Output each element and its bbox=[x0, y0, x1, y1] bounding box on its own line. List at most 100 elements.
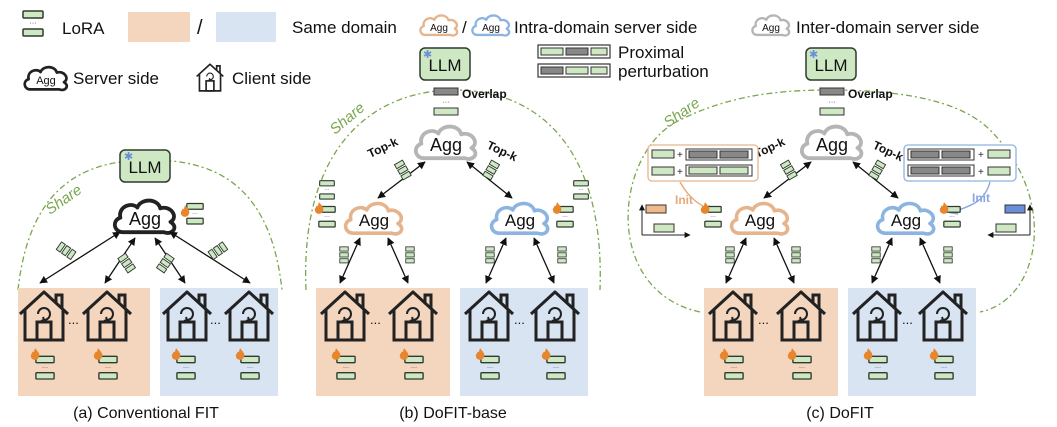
upload-lora-icon bbox=[779, 159, 798, 181]
svg-text:Agg: Agg bbox=[129, 209, 161, 229]
ellipsis: ... bbox=[758, 312, 769, 327]
svg-text:+: + bbox=[677, 167, 683, 178]
legend-server-side: Server side bbox=[73, 69, 159, 88]
intra-blue-agg-server: Agg bbox=[489, 201, 550, 236]
topk-label: Top-k bbox=[485, 138, 520, 164]
panel-dofit-base: Share LLM ✱ ··· Overlap Agg Top-k Top-k … bbox=[305, 47, 601, 422]
inter-agg-server: Agg bbox=[416, 127, 476, 159]
svg-text:Agg: Agg bbox=[762, 23, 780, 34]
upload-lora-icon bbox=[405, 246, 415, 264]
agg-server: Agg bbox=[115, 201, 175, 233]
snowflake-icon: ✱ bbox=[124, 151, 133, 163]
panel-dofit: Share LLM ✱ ··· Overlap Agg Top-k Top-k … bbox=[627, 47, 1035, 422]
caption-c: (c) DoFIT bbox=[806, 405, 874, 422]
flame-icon bbox=[939, 202, 949, 214]
share-label: Share bbox=[43, 181, 86, 218]
overlap-lora: ··· bbox=[433, 87, 459, 116]
svg-text:Agg: Agg bbox=[359, 211, 389, 230]
llm-box: LLM ✱ bbox=[419, 47, 471, 81]
orange-domain-region bbox=[18, 288, 150, 396]
upload-lora-icon bbox=[393, 159, 412, 181]
share-arc bbox=[627, 89, 1035, 313]
overlap-lora: ··· bbox=[819, 87, 845, 116]
upload-lora-icon bbox=[725, 246, 735, 264]
panel-conventional-fit: Share LLM ✱ Agg ... ... bbox=[17, 149, 283, 422]
topk-label: Top-k bbox=[871, 138, 906, 164]
legend-slash: / bbox=[197, 17, 203, 39]
proximal-box-blue: + + bbox=[903, 144, 1017, 182]
ellipsis: ... bbox=[370, 312, 381, 327]
legend-same-domain: Same domain bbox=[292, 18, 397, 37]
svg-text:Agg: Agg bbox=[745, 211, 775, 230]
server-side-icon: Agg bbox=[23, 65, 69, 92]
legend: LoRA / Same domain Agg / Agg Intra-domai… bbox=[22, 10, 979, 92]
upload-lora-icon bbox=[117, 252, 136, 274]
svg-text:+: + bbox=[978, 167, 984, 178]
upload-lora-icon bbox=[868, 159, 887, 181]
intra-orange-agg-server: Agg bbox=[729, 201, 790, 236]
svg-text:Agg: Agg bbox=[505, 211, 535, 230]
svg-text:LLM: LLM bbox=[428, 56, 461, 75]
snowflake-icon: ✱ bbox=[423, 49, 432, 61]
caption-b: (b) DoFIT-base bbox=[399, 405, 507, 422]
flame-icon bbox=[314, 202, 324, 214]
svg-text:Agg: Agg bbox=[430, 135, 462, 155]
svg-text:LLM: LLM bbox=[128, 158, 161, 177]
server-lora-icon bbox=[186, 202, 204, 225]
inter-agg-icon: Agg bbox=[751, 14, 791, 37]
upload-lora-icon bbox=[207, 241, 229, 260]
upload-lora-icon bbox=[943, 246, 953, 264]
blue-domain-swatch bbox=[216, 12, 276, 42]
proximal-box-orange: + + bbox=[647, 144, 759, 182]
ellipsis: ... bbox=[514, 312, 525, 327]
legend-client-side: Client side bbox=[232, 69, 311, 88]
upload-lora-icon bbox=[791, 246, 801, 264]
orange-domain-swatch bbox=[128, 12, 190, 42]
intra-orange-agg-icon: Agg bbox=[419, 14, 459, 37]
llm-box: LLM ✱ bbox=[119, 149, 171, 183]
svg-text:+: + bbox=[978, 150, 984, 161]
upload-lora-icon bbox=[557, 246, 567, 264]
svg-text:+: + bbox=[677, 150, 683, 161]
overlap-label: Overlap bbox=[462, 87, 507, 101]
client-house-icon bbox=[195, 63, 225, 92]
server-lora-icon bbox=[319, 180, 335, 200]
svg-text:LLM: LLM bbox=[814, 56, 847, 75]
init-label-blue: Init bbox=[972, 191, 990, 205]
svg-text:Agg: Agg bbox=[36, 75, 56, 87]
share-label: Share bbox=[661, 94, 704, 131]
ellipsis: ... bbox=[210, 312, 221, 327]
upload-lora-icon bbox=[482, 159, 501, 181]
svg-text:···: ··· bbox=[443, 99, 450, 106]
legend-intra-domain: Intra-domain server side bbox=[514, 18, 697, 37]
inter-agg-server: Agg bbox=[802, 127, 862, 159]
intra-blue-agg-icon: Agg bbox=[471, 14, 511, 37]
lora-icon bbox=[22, 10, 44, 37]
legend-proximal-1: Proximal bbox=[618, 43, 684, 62]
ellipsis: ... bbox=[902, 312, 913, 327]
topk-label: Top-k bbox=[365, 134, 400, 160]
svg-text:Agg: Agg bbox=[816, 135, 848, 155]
share-label: Share bbox=[327, 99, 369, 138]
intra-blue-agg-server: Agg bbox=[875, 201, 936, 236]
upload-lora-icon bbox=[55, 241, 77, 260]
upload-lora-icon bbox=[871, 246, 881, 264]
caption-a: (a) Conventional FIT bbox=[73, 405, 219, 422]
legend-lora: LoRA bbox=[62, 19, 105, 38]
svg-text:···: ··· bbox=[829, 99, 836, 106]
ellipsis: ... bbox=[68, 312, 79, 327]
svg-text:Agg: Agg bbox=[891, 211, 921, 230]
upload-lora-icon bbox=[485, 246, 495, 264]
flame-icon bbox=[700, 202, 710, 214]
init-label-orange: Init bbox=[675, 193, 693, 207]
legend-proximal-2: perturbation bbox=[618, 62, 709, 81]
perturb-axes-blue bbox=[987, 204, 1033, 238]
flame-icon bbox=[552, 202, 562, 214]
proximal-perturbation-icon bbox=[537, 44, 611, 78]
svg-text:Agg: Agg bbox=[482, 23, 500, 34]
legend-slash-2: / bbox=[462, 18, 467, 37]
intra-orange-agg-server: Agg bbox=[343, 201, 404, 236]
legend-inter-domain: Inter-domain server side bbox=[796, 18, 979, 37]
svg-text:Agg: Agg bbox=[430, 23, 448, 34]
